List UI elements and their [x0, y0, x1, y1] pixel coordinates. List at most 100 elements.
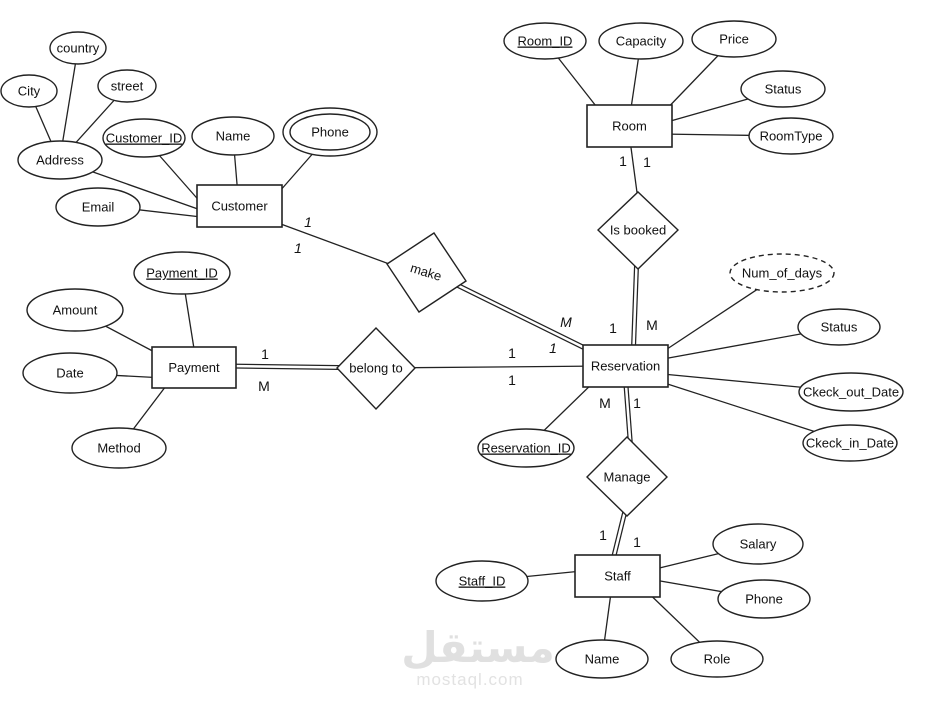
attribute-amount-ellipse: [26, 288, 124, 332]
attribute-customer-id-ellipse: [102, 118, 186, 158]
attribute-role-label: Role: [704, 652, 731, 667]
cardinality-room-isbooked-right: 1: [643, 154, 651, 170]
connector-isbooked-reservation-double: [630, 251, 640, 363]
cardinality-belong-reservation-bottom: 1: [508, 372, 516, 388]
attribute-check-out-ellipse: [798, 372, 904, 412]
entity-room-label: Room: [612, 119, 647, 134]
relationship-manage-label: Manage: [604, 470, 651, 485]
relationship-shapes: [336, 191, 680, 517]
entity-customer-rect: [196, 184, 283, 228]
attribute-street-label: street: [111, 79, 144, 94]
entity-payment-label: Payment: [168, 360, 220, 375]
attribute-room-id-label: Room_ID: [518, 34, 573, 49]
watermark-arabic-logo: مستقل: [401, 623, 555, 672]
cardinality-reservation-manage-left: M: [599, 395, 611, 411]
attribute-check-out-label: Ckeck_out_Date: [803, 385, 899, 400]
connector-customer-make: [269, 219, 401, 269]
attribute-staff-id-ellipse: [435, 560, 529, 602]
attribute-roomtype-ellipse: [748, 117, 834, 155]
attribute-address-ellipse: [17, 140, 103, 180]
attribute-customer-id-label: Customer_ID: [106, 131, 183, 146]
attribute-price-ellipse: [691, 20, 777, 58]
attribute-address-label: Address: [36, 153, 84, 168]
attribute-payment-id-label: Payment_ID: [146, 266, 218, 281]
attribute-reservation-status-label: Status: [821, 320, 858, 335]
cardinality-manage-staff-right: 1: [633, 534, 641, 550]
attribute-customer-name-label: Name: [216, 129, 251, 144]
cardinality-room-isbooked-left: 1: [619, 153, 627, 169]
relationship-belongto-label: belong to: [349, 361, 403, 376]
attribute-check-in-label: Ckeck_in_Date: [806, 436, 894, 451]
attribute-email-label: Email: [82, 200, 115, 215]
attribute-city-label: City: [18, 84, 41, 99]
attribute-country-ellipse: [49, 31, 107, 65]
entity-payment-rect: [151, 346, 237, 389]
attribute-salary-ellipse: [712, 523, 804, 565]
relationship-isbooked-diamond: [596, 191, 680, 270]
connector-country-address: [59, 47, 79, 159]
attribute-customer-name-ellipse: [191, 116, 275, 156]
attribute-date-label: Date: [56, 366, 83, 381]
cardinality-manage-staff-left: 1: [599, 527, 607, 543]
attribute-country-label: country: [57, 41, 100, 56]
attribute-check-in-ellipse: [802, 424, 898, 462]
relationship-isbooked-label: Is booked: [610, 223, 666, 238]
attribute-payment-id-ellipse: [133, 251, 231, 295]
attribute-phone-label: Phone: [311, 125, 349, 140]
cardinality-isbooked-reservation-left: 1: [609, 320, 617, 336]
entity-shapes: [151, 104, 673, 598]
attribute-street-ellipse: [97, 69, 157, 103]
attribute-method-label: Method: [97, 441, 140, 456]
attribute-num-of-days-ellipse: [729, 253, 835, 293]
cardinality-reservation-manage-right: 1: [633, 395, 641, 411]
attribute-staff-phone-ellipse: [717, 579, 811, 619]
attribute-date-ellipse: [22, 352, 118, 394]
attribute-method-ellipse: [71, 427, 167, 469]
cardinality-make-reservation-m: M: [560, 314, 572, 330]
attribute-staff-name-label: Name: [585, 652, 620, 667]
entity-reservation-label: Reservation: [591, 359, 660, 374]
attribute-room-id-ellipse: [503, 22, 587, 60]
entity-room-rect: [586, 104, 673, 148]
relationship-belongto-diamond: [336, 326, 416, 411]
entity-customer-label: Customer: [211, 199, 268, 214]
connector-room-isbooked: [629, 139, 639, 201]
entity-staff-rect: [574, 554, 661, 598]
attribute-roomtype-label: RoomType: [760, 129, 823, 144]
attribute-reservation-id-label: Reservation_ID: [481, 441, 571, 456]
cardinality-make-reservation-one: 1: [549, 340, 557, 356]
attribute-staff-id-label: Staff_ID: [459, 574, 506, 589]
attribute-role-ellipse: [670, 640, 764, 678]
attribute-reservation-id-ellipse: [477, 428, 575, 468]
attribute-amount-label: Amount: [53, 303, 98, 318]
attribute-city-ellipse: [0, 74, 58, 108]
watermark: مستقل mostaql.com: [401, 623, 555, 689]
connector-make-reservation-double: [453, 281, 605, 360]
attribute-capacity-ellipse: [598, 22, 684, 60]
attribute-salary-label: Salary: [740, 537, 777, 552]
attribute-phone-inner-ellipse: [289, 113, 371, 151]
attribute-price-label: Price: [719, 32, 749, 47]
cardinality-customer-make-top: 1: [304, 214, 312, 230]
cardinality-labels: 1 1 M 1 1 1 1 M 1 M 1 1 M 1 1 1: [258, 153, 658, 550]
labels: City country street Address Customer_ID …: [18, 32, 899, 667]
watermark-domain: mostaql.com: [416, 670, 523, 689]
attribute-shapes: [0, 20, 904, 679]
relationship-make-diamond: [386, 232, 467, 313]
attribute-room-status-ellipse: [740, 70, 826, 108]
entity-staff-label: Staff: [604, 569, 631, 584]
cardinality-belong-reservation-top: 1: [508, 345, 516, 361]
entity-reservation-rect: [582, 344, 669, 388]
attribute-room-status-label: Status: [765, 82, 802, 97]
attribute-num-of-days-label: Num_of_days: [742, 266, 823, 281]
cardinality-isbooked-reservation-right: M: [646, 317, 658, 333]
relationship-manage-diamond: [586, 436, 668, 517]
cardinality-payment-belong-top: 1: [261, 346, 269, 362]
attribute-capacity-label: Capacity: [616, 34, 667, 49]
attribute-email-ellipse: [55, 187, 141, 227]
attribute-reservation-status-ellipse: [797, 308, 881, 346]
attribute-staff-name-ellipse: [555, 639, 649, 679]
attribute-staff-phone-label: Phone: [745, 592, 783, 607]
cardinality-payment-belong-bottom: M: [258, 378, 270, 394]
